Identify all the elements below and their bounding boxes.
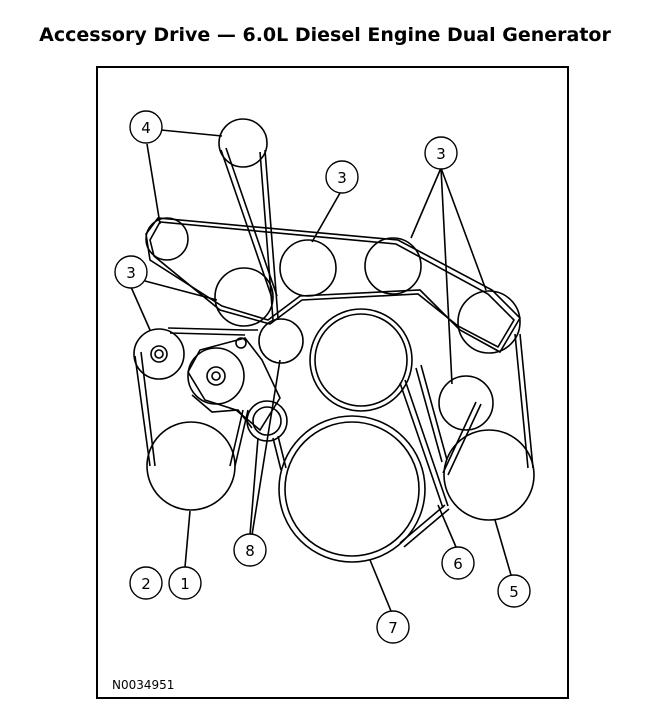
leader-4-b bbox=[146, 143, 161, 225]
pulley-8-tensioner-inner bbox=[252, 406, 282, 436]
leader-3-left-a bbox=[144, 280, 218, 301]
figure-id: N0034951 bbox=[112, 678, 175, 692]
pulley-3-center-a bbox=[279, 239, 337, 297]
pulley-7-crankshaft-inner bbox=[284, 421, 420, 557]
belt-crank-right bbox=[399, 504, 450, 548]
upper-belt-outer bbox=[145, 217, 522, 354]
leader-8-a bbox=[249, 437, 259, 536]
tensioner-bracket bbox=[191, 394, 253, 429]
upper-belt-inner bbox=[149, 221, 516, 349]
lower-belt-left bbox=[134, 351, 156, 467]
callout-3-left-label: 3 bbox=[126, 264, 136, 282]
pulley-idler-small bbox=[258, 318, 304, 364]
belt-6-strand bbox=[399, 379, 449, 509]
diagram-title: Accessory Drive — 6.0L Diesel Engine Dua… bbox=[39, 24, 611, 46]
callout-6-bubble bbox=[441, 546, 475, 580]
pulley-tensioner-left-hub bbox=[150, 345, 168, 363]
leader-4-a bbox=[160, 129, 223, 137]
pulley-tensioner-main-bolt bbox=[211, 371, 221, 381]
callout-5-bubble bbox=[497, 574, 531, 608]
callout-8-label: 8 bbox=[245, 542, 255, 560]
callout-3-right-bubble bbox=[424, 136, 458, 170]
callout-6-label: 6 bbox=[453, 555, 463, 573]
callout-3-left-bubble bbox=[114, 255, 148, 289]
belt-crank-left bbox=[272, 435, 287, 471]
leader-5 bbox=[494, 519, 512, 576]
pulley-tensioner-left-bolt bbox=[154, 349, 164, 359]
callout-7-label: 7 bbox=[388, 619, 398, 637]
pulley-4-top bbox=[218, 118, 268, 168]
pulley-5-generator bbox=[443, 429, 535, 521]
callout-4-bubble bbox=[129, 110, 163, 144]
belt-5-inner-strand bbox=[442, 401, 482, 476]
pulley-7-crankshaft bbox=[278, 415, 426, 563]
belt-4-right-strand-b bbox=[259, 151, 274, 321]
pulley-3-center-b bbox=[364, 237, 422, 295]
callout-7-bubble bbox=[376, 610, 410, 644]
diagram-frame bbox=[96, 66, 569, 699]
leader-3-left-b bbox=[130, 286, 151, 331]
pulley-3-right-top bbox=[457, 290, 521, 354]
pulley-tensioner-main-hub bbox=[206, 366, 226, 386]
tensioner-arm bbox=[187, 337, 281, 432]
leader-7 bbox=[369, 559, 392, 612]
callout-2-label: 2 bbox=[141, 575, 151, 593]
callout-3-right-label: 3 bbox=[436, 145, 446, 163]
pulley-3-idler-left bbox=[214, 267, 274, 327]
callout-2-bubble bbox=[129, 566, 163, 600]
callout-1-label: 1 bbox=[180, 575, 190, 593]
leader-3-center bbox=[311, 192, 341, 243]
leader-3-right-c bbox=[440, 167, 453, 385]
pulley-3-right-small bbox=[438, 375, 494, 431]
callout-3-center-label: 3 bbox=[337, 169, 347, 187]
lower-belt-right-strand bbox=[415, 364, 448, 463]
leader-8-b bbox=[251, 359, 281, 536]
belt-4-left-strand bbox=[220, 149, 273, 299]
tensioner-pivot bbox=[235, 337, 247, 349]
lower-belt-tension-strand bbox=[229, 409, 249, 467]
leader-3-right-a bbox=[410, 167, 442, 239]
leader-1 bbox=[184, 510, 191, 568]
pulley-6-generator bbox=[309, 308, 413, 412]
leader-6 bbox=[437, 504, 457, 548]
pulley-1-lower-left bbox=[146, 421, 236, 511]
belt-4-right-strand bbox=[264, 149, 279, 319]
lower-belt-left-b bbox=[167, 327, 258, 336]
callout-4-label: 4 bbox=[141, 119, 151, 137]
belt-5-right-strand bbox=[514, 333, 534, 469]
pulley-tensioner-left bbox=[133, 328, 185, 380]
callout-8-bubble bbox=[233, 533, 267, 567]
callout-1-bubble bbox=[168, 566, 202, 600]
callout-3-center-bubble bbox=[325, 160, 359, 194]
callout-5-label: 5 bbox=[509, 583, 519, 601]
leader-3-right-b bbox=[440, 167, 487, 291]
pulley-6-generator-inner bbox=[314, 313, 408, 407]
